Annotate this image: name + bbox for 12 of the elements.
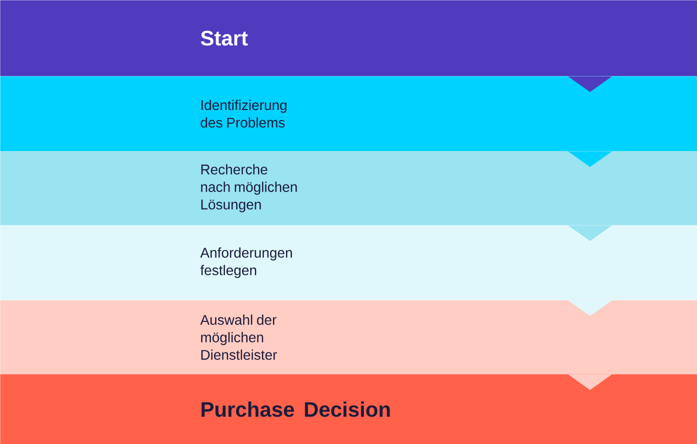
arrow <box>568 300 612 316</box>
step-text: Identifizierung des Problems <box>200 100 286 128</box>
step-band <box>0 374 697 444</box>
heading: Purchase Decision <box>202 401 390 417</box>
arrow <box>568 151 612 167</box>
arrow <box>568 374 612 390</box>
arrow <box>568 225 612 241</box>
arrow <box>568 76 612 92</box>
step-text: Recherche nach möglichen Lösungen <box>201 164 297 212</box>
step-text: Anforderungen festlegen <box>200 247 292 278</box>
heading: Start <box>200 30 248 46</box>
step-text: Auswahl der möglichen Dienstleister <box>200 314 277 360</box>
